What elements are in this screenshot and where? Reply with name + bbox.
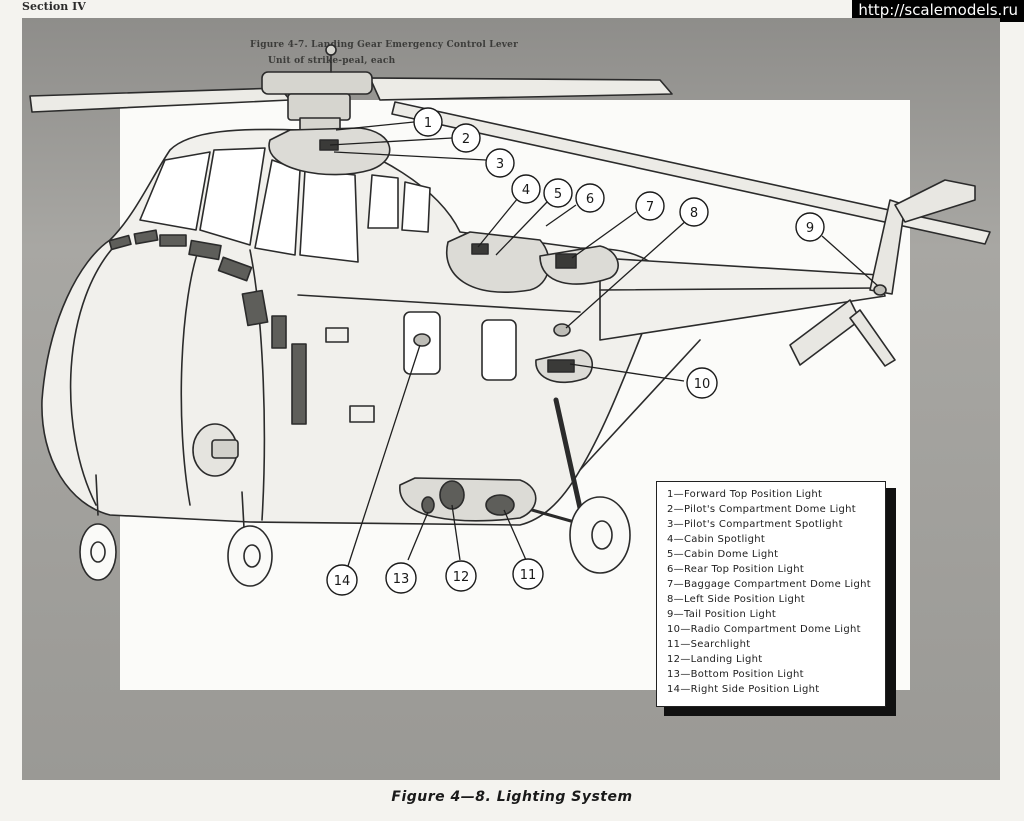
callout-10: 10 [686,367,718,399]
legend-item: 7—Baggage Compartment Dome Light [667,579,871,590]
tail-rotor-upper [894,179,976,223]
legend-item: 12—Landing Light [667,654,763,665]
callout-9: 9 [795,212,825,242]
rotor-blade-front [369,77,673,101]
svg-text:6: 6 [586,192,594,207]
legend-item: 11—Searchlight [667,639,751,650]
callout-markers: 1 2 3 4 5 6 7 8 9 10 11 12 13 14 [326,107,825,596]
watermark-url[interactable]: http://scalemodels.ru [852,0,1024,22]
legend-item: 6—Rear Top Position Light [667,564,805,575]
main-wheel [523,397,631,574]
callout-1: 1 [413,107,443,137]
svg-text:14: 14 [334,574,351,589]
callout-12: 12 [445,560,477,592]
rotor-blade-left [29,87,291,113]
callout-6: 6 [575,183,605,213]
svg-text:8: 8 [690,206,698,221]
svg-text:13: 13 [393,572,410,587]
tail-boom [599,257,886,341]
left-front-wheel [79,474,117,581]
svg-text:10: 10 [694,377,711,392]
svg-text:3: 3 [496,157,504,172]
cockpit-windows [139,147,431,263]
svg-text:9: 9 [806,221,814,236]
svg-text:4: 4 [522,183,530,198]
nose-curve [69,239,121,506]
figure-caption: Figure 4—8. Lighting System [391,789,633,805]
leader-lines [329,121,879,567]
section-header: Section IV [22,0,86,13]
legend-item: 2—Pilot's Compartment Dome Light [667,504,857,515]
nose-vents [108,229,307,425]
right-front-wheel [227,491,273,587]
callout-11: 11 [512,558,544,590]
legend-item: 8—Left Side Position Light [667,594,806,605]
rotor-blade-right [391,101,991,245]
cutaway-top [268,127,391,176]
legend-item: 14—Right Side Position Light [667,684,820,695]
callout-4: 4 [511,174,541,204]
svg-text:12: 12 [453,570,470,585]
callout-7: 7 [635,191,665,221]
svg-text:11: 11 [520,568,537,583]
callout-13: 13 [385,562,417,594]
svg-text:2: 2 [462,132,470,147]
svg-text:5: 5 [554,187,562,202]
legend-box: 1—Forward Top Position Light 2—Pilot's C… [656,481,886,707]
legend-item: 10—Radio Compartment Dome Light [667,624,861,635]
callout-8: 8 [679,197,709,227]
legend-item: 4—Cabin Spotlight [667,534,766,545]
bleed-text-line-1: Figure 4-7. Landing Gear Emergency Contr… [250,40,519,50]
callout-14: 14 [326,564,358,596]
callout-3: 3 [485,148,515,178]
legend-item: 5—Cabin Dome Light [667,549,779,560]
legend-item: 13—Bottom Position Light [667,669,804,680]
legend-item: 9—Tail Position Light [667,609,777,620]
callout-5: 5 [543,178,573,208]
legend-item: 3—Pilot's Compartment Spotlight [667,519,843,530]
svg-text:7: 7 [646,200,654,215]
callout-2: 2 [451,123,481,153]
legend-item: 1—Forward Top Position Light [667,489,823,500]
svg-text:1: 1 [424,116,432,131]
rotor-head [261,44,373,133]
